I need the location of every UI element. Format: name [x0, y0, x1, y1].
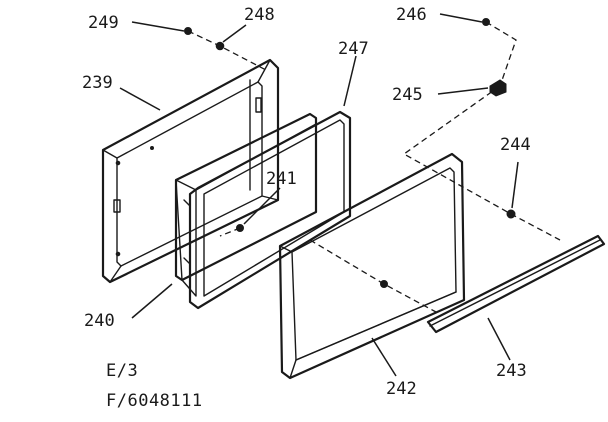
- door-frame-239: [101, 58, 280, 284]
- callout-243: 243: [496, 361, 527, 381]
- callout-244: 244: [500, 135, 531, 155]
- callout-240: 240: [84, 311, 115, 331]
- callout-242: 242: [386, 379, 417, 399]
- callout-247: 247: [338, 39, 369, 59]
- insulation-pack-240: [174, 112, 318, 297]
- footer-code-line1: E/3: [106, 361, 138, 381]
- callout-241: 241: [266, 169, 297, 189]
- leader-lines: [119, 13, 519, 377]
- inner-glass-247: [188, 110, 352, 310]
- callout-249: 249: [88, 13, 119, 33]
- callout-245: 245: [392, 85, 423, 105]
- footer-code-line2: F/6048111: [106, 391, 203, 411]
- callout-248: 248: [244, 5, 275, 25]
- outer-door-panel-242: [278, 152, 466, 380]
- screw-242-center: [380, 280, 388, 288]
- callout-246: 246: [396, 5, 427, 25]
- assembly-lines: [187, 21, 561, 313]
- callout-239: 239: [82, 73, 113, 93]
- trim-strip-243: [426, 234, 606, 334]
